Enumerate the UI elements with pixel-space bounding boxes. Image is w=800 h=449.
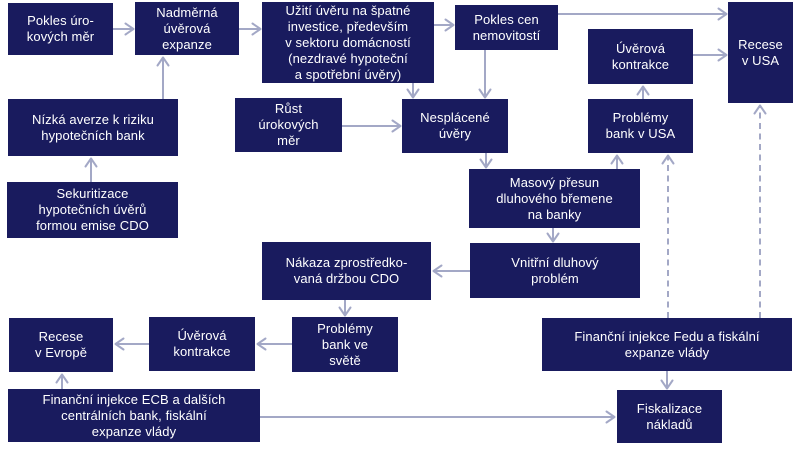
flow-node-nesplacene-uvery: Nesplácené úvěry [402, 99, 508, 153]
flow-node-label: Recese v Evropě [34, 329, 88, 360]
flow-node-problemy-bank-ve-svete: Problémy bank ve světě [292, 317, 398, 372]
flow-node-label: Úvěrová kontrakce [173, 328, 231, 359]
flow-node-recese-v-evrope: Recese v Evropě [9, 318, 113, 372]
flow-node-vnitrni-dluhovy-problem: Vnitřní dluhový problém [470, 243, 640, 298]
flow-node-sekuritizace-cdo: Sekuritizace hypotečních úvěrů formou em… [7, 182, 178, 238]
flow-node-uverova-kontrakce-usa: Úvěrová kontrakce [588, 29, 693, 84]
flow-node-problemy-bank-v-usa: Problémy bank v USA [588, 99, 693, 153]
flow-node-rust-urokovych-mer: Růst úrokových měr [235, 98, 342, 152]
flow-node-label: Problémy bank ve světě [317, 320, 373, 368]
flow-node-masovy-presun: Masový přesun dluhového břemene na banky [469, 169, 640, 228]
flow-node-financni-injekce-ecb: Finanční injekce ECB a dalších centrální… [8, 389, 260, 442]
flow-node-label: Pokles cen nemovitostí [472, 11, 541, 43]
flow-node-label: Finanční injekce Fedu a fiskální expanze… [574, 328, 760, 360]
flow-node-uverova-kontrakce-svet: Úvěrová kontrakce [149, 317, 255, 371]
flow-node-fiskalizace-nakladu: Fiskalizace nákladů [617, 390, 722, 443]
flow-node-label: Recese v USA [738, 36, 783, 68]
flow-node-label: Nákaza zprostředko- vaná držbou CDO [285, 255, 408, 286]
flow-node-label: Sekuritizace hypotečních úvěrů formou em… [36, 186, 149, 233]
flow-node-pokles-cen-nemovitosti: Pokles cen nemovitostí [455, 5, 558, 50]
flow-node-recese-v-usa: Recese v USA [728, 2, 793, 103]
flow-node-financni-injekce-fedu: Finanční injekce Fedu a fiskální expanze… [542, 318, 792, 371]
flow-node-nizka-averze-k-riziku: Nízká averze k riziku hypotečních bank [8, 99, 178, 156]
flow-node-label: Úvěrová kontrakce [611, 40, 670, 72]
flow-node-label: Nadměrná úvěrová expanze [156, 4, 218, 52]
flow-node-label: Problémy bank v USA [605, 110, 676, 141]
flow-node-label: Pokles úro- kových měr [26, 13, 95, 44]
flow-node-label: Fiskalizace nákladů [636, 400, 703, 432]
flow-node-label: Nízká averze k riziku hypotečních bank [31, 111, 155, 143]
flow-node-label: Vnitřní dluhový problém [511, 254, 599, 286]
flow-node-label: Finanční injekce ECB a dalších centrální… [42, 391, 226, 439]
flow-node-nakaza-drzbou-cdo: Nákaza zprostředko- vaná držbou CDO [262, 242, 431, 300]
flow-node-uziti-uveru: Užití úvěru na špatné investice, předevš… [262, 2, 434, 83]
flow-node-label: Růst úrokových měr [258, 101, 319, 148]
flow-node-nadmerna-uverova-expanze: Nadměrná úvěrová expanze [135, 2, 239, 55]
flow-node-label: Užití úvěru na špatné investice, předevš… [285, 2, 411, 82]
flow-node-label: Nesplácené úvěry [420, 110, 490, 141]
flow-node-label: Masový přesun dluhového břemene na banky [496, 174, 613, 222]
flow-node-pokles-urokovych-mer: Pokles úro- kových měr [8, 3, 113, 55]
